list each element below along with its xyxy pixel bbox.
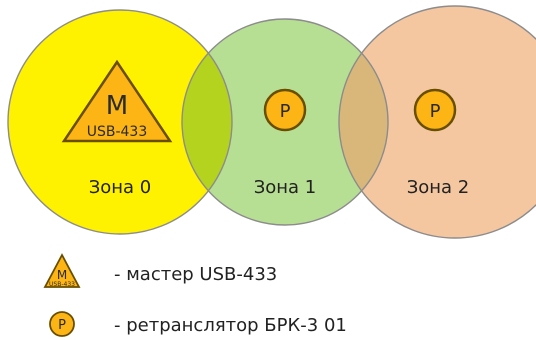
zone-1-outline xyxy=(181,18,389,226)
zones-group xyxy=(7,5,536,239)
legend-repeater-letter: P xyxy=(58,318,66,333)
legend-master-model: USB-433 xyxy=(49,281,75,288)
legend-master-row: M USB-433 - мастер USB-433 xyxy=(43,253,277,288)
triangle-master-icon xyxy=(61,59,173,143)
repeater-badge-icon xyxy=(263,88,307,132)
repeater-badge-icon xyxy=(49,311,75,337)
triangle-master-icon xyxy=(43,253,81,288)
legend: M USB-433 - мастер USB-433 P - ретрансля… xyxy=(43,253,347,337)
repeater-badge-icon xyxy=(413,88,457,132)
repeater-2-letter: P xyxy=(430,101,441,122)
master-model: USB-433 xyxy=(87,124,148,140)
zone-0-label: Зона 0 xyxy=(89,177,152,198)
legend-repeater-row: P - ретранслятор БРК-3 01 xyxy=(49,311,347,337)
zone-2-label: Зона 2 xyxy=(407,177,470,198)
master-letter: M xyxy=(106,91,128,121)
repeater-node-2: P xyxy=(413,88,457,132)
legend-master-text: - мастер USB-433 xyxy=(114,264,277,285)
legend-master-letter: M xyxy=(57,268,67,282)
zone-1-label: Зона 1 xyxy=(254,177,317,198)
repeater-1-letter: P xyxy=(280,101,291,122)
zone-0-outline xyxy=(7,9,233,235)
legend-repeater-text: - ретранслятор БРК-3 01 xyxy=(114,315,347,336)
repeater-node-1: P xyxy=(263,88,307,132)
master-node: M USB-433 xyxy=(61,59,173,143)
zone-2-outline xyxy=(338,5,536,239)
